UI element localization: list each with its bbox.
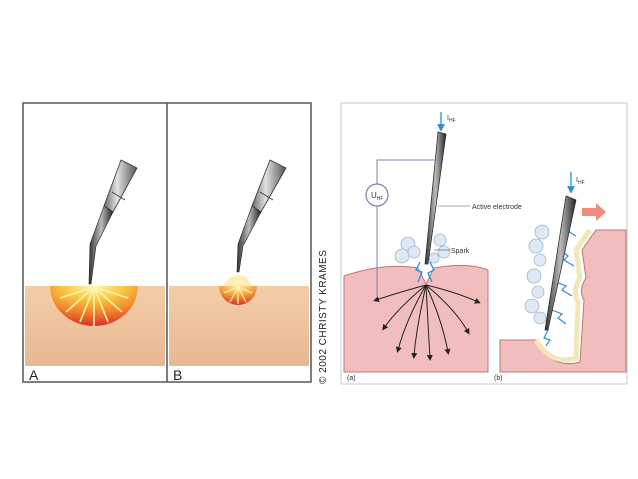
- active-electrode-b: [544, 195, 577, 331]
- glow-b: [223, 274, 253, 286]
- copyright-text: © 2002 CHRISTY KRAMES: [318, 250, 329, 384]
- current-label-top: IHF: [447, 115, 456, 124]
- voltage-source-symbol: [365, 183, 389, 207]
- panel-a-caption: (a): [347, 375, 356, 382]
- electrode-a: [88, 159, 138, 285]
- panel-a: A: [25, 159, 165, 383]
- panel-a-label: A: [29, 367, 39, 383]
- motion-direction-arrow: [582, 203, 606, 221]
- spark-clouds-a: [394, 233, 451, 264]
- circuit-wire: [376, 159, 441, 184]
- right-panel-b: IHF (b): [494, 172, 627, 382]
- voltage-label: UHF: [371, 191, 383, 202]
- active-electrode-label: Active electrode: [472, 204, 522, 211]
- right-panel-a: UHF IHF Active electrode Spark (a): [343, 112, 522, 382]
- tissue-a: [343, 264, 489, 373]
- left-figure: A B © 2002 CHRISTY KRAMES: [22, 102, 329, 384]
- panel-b-caption: (b): [494, 375, 503, 382]
- spark-bolts-a: [415, 261, 435, 283]
- right-figure: UHF IHF Active electrode Spark (a): [340, 102, 628, 385]
- active-electrode-a: [424, 131, 447, 265]
- coagulation-layer-b: [533, 228, 593, 363]
- current-label-right: IHF: [576, 177, 585, 186]
- current-field-lines: [373, 284, 481, 361]
- panel-b: B: [169, 159, 309, 383]
- panel-b-label: B: [173, 367, 182, 383]
- spark-clouds-b: [524, 224, 550, 325]
- heat-rays-b: [223, 286, 253, 304]
- spark-label: Spark: [451, 248, 470, 255]
- electrode-b: [236, 159, 287, 273]
- heat-rays-a: [59, 286, 129, 326]
